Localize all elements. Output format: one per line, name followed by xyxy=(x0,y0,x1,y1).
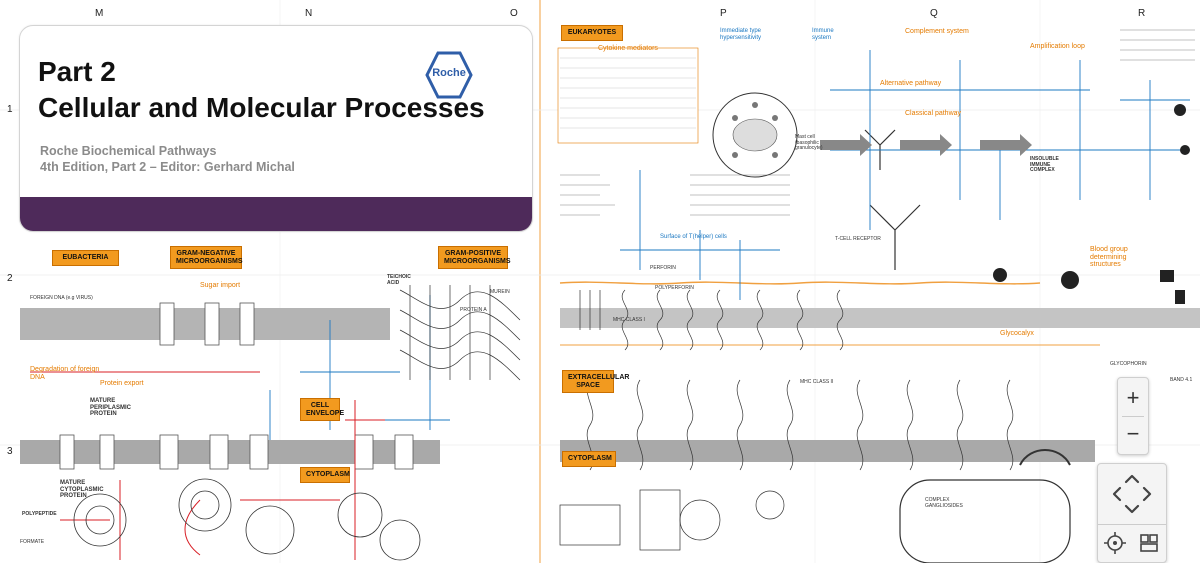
title-card: Part 2 Cellular and Molecular Processes … xyxy=(19,25,533,232)
section-eubacteria: EUBACTERIA xyxy=(52,250,119,266)
label-teichoic-acid: TEICHOIC ACID xyxy=(387,274,411,286)
grid-column-label: P xyxy=(720,8,727,19)
label-complex-gangliosides: COMPLEX GANGLIOSIDES xyxy=(925,497,963,509)
label-mhc-class-1: MHC CLASS I xyxy=(613,317,645,323)
label-surface-tcells: Surface of T(helper) cells xyxy=(660,234,727,240)
pad-divider xyxy=(1098,524,1166,525)
section-cytoplasm: CYTOPLASM xyxy=(300,467,350,483)
label-blood-group: Blood group determining structures xyxy=(1090,246,1128,269)
grid-row-label: 1 xyxy=(7,104,13,115)
label-perforin: PERFORIN xyxy=(650,265,676,271)
pan-arrows-icon xyxy=(1112,474,1152,514)
grid-row-label: 2 xyxy=(7,273,13,284)
label-sugar-import: Sugar import xyxy=(200,282,241,289)
label-glycocalyx: Glycocalyx xyxy=(1000,330,1034,337)
part-title: Part 2 xyxy=(38,56,116,87)
layout-toggle-button[interactable] xyxy=(1134,528,1164,558)
zoom-divider xyxy=(1122,416,1144,417)
pan-control-button[interactable] xyxy=(1110,472,1154,516)
label-mhc-class-2: MHC CLASS II xyxy=(800,379,834,385)
brand-band xyxy=(20,197,532,231)
label-mature-periplasmic: MATURE PERIPLASMIC PROTEIN xyxy=(90,398,132,418)
label-foreign-dna: FOREIGN DNA (e.g VIRUS) xyxy=(30,295,93,301)
roche-logo-text: Roche xyxy=(432,67,466,79)
section-cytoplasm-right: CYTOPLASM xyxy=(562,451,616,467)
label-mast-cell: Mast cell (basophilic granulocyte) xyxy=(795,134,823,151)
zoom-controls: + − xyxy=(1117,377,1149,455)
crosshair-icon xyxy=(1104,532,1126,554)
label-classical-pathway: Classical pathway xyxy=(905,110,962,117)
grid-column-label: N xyxy=(305,8,313,19)
grid-row-label: 3 xyxy=(7,446,13,457)
label-cytokine-mediators: Cytokine mediators xyxy=(598,45,658,52)
zoom-out-button[interactable]: − xyxy=(1118,416,1148,452)
label-tcell-receptor: T-CELL RECEPTOR xyxy=(835,236,881,242)
roche-logo xyxy=(425,51,473,99)
grid-column-label: O xyxy=(510,8,518,19)
label-band4: BAND 4.1 xyxy=(1170,377,1193,383)
label-immediate-hypersensitivity: Immediate type hypersensitivity xyxy=(720,28,762,41)
section-gram-negative: GRAM-NEGATIVE MICROORGANISMS xyxy=(170,246,243,270)
section-extracellular-space: EXTRACELLULAR SPACE xyxy=(562,370,629,394)
label-protein-export: Protein export xyxy=(100,380,144,387)
minus-icon: − xyxy=(1126,421,1140,446)
grid-column-label: M xyxy=(95,8,104,19)
grid-column-label: R xyxy=(1138,8,1146,19)
label-immune-system: Immune system xyxy=(812,28,834,41)
part-subtitle: Cellular and Molecular Processes xyxy=(38,92,485,123)
label-alternative-pathway: Alternative pathway xyxy=(880,80,942,87)
label-amplification-loop: Amplification loop xyxy=(1030,43,1085,50)
label-polypeptide: POLYPEPTIDE xyxy=(22,511,57,517)
label-glycophorin: GLYCOPHORIN xyxy=(1110,361,1147,367)
section-cell-envelope: CELL ENVELOPE xyxy=(300,398,344,422)
publication-name: Roche Biochemical Pathways xyxy=(40,144,217,158)
edition-editor: 4th Edition, Part 2 – Editor: Gerhard Mi… xyxy=(40,160,295,174)
label-murein: MUREIN xyxy=(490,289,510,295)
label-insoluble-complex: INSOLUBLE IMMUNE COMPLEX xyxy=(1030,156,1059,173)
label-polyperforin: POLYPERFORIN xyxy=(655,285,694,291)
label-degradation: Degradation of foreign DNA xyxy=(30,366,100,381)
label-protein-a: PROTEIN A xyxy=(460,307,487,313)
section-eukaryotes: EUKARYOTES xyxy=(561,25,623,41)
zoom-in-button[interactable]: + xyxy=(1118,380,1148,416)
grid-column-label: Q xyxy=(930,8,938,19)
locate-button[interactable] xyxy=(1100,528,1130,558)
navigation-pad xyxy=(1097,463,1167,563)
plus-icon: + xyxy=(1126,385,1140,410)
label-mature-cytoplasmic: MATURE CYTOPLASMIC PROTEIN xyxy=(60,480,104,500)
label-formate: FORMATE xyxy=(20,539,45,545)
grid-layout-icon xyxy=(1140,534,1158,552)
section-gram-positive: GRAM-POSITIVE MICROORGANISMS xyxy=(438,246,511,270)
label-complement-system: Complement system xyxy=(905,28,969,35)
